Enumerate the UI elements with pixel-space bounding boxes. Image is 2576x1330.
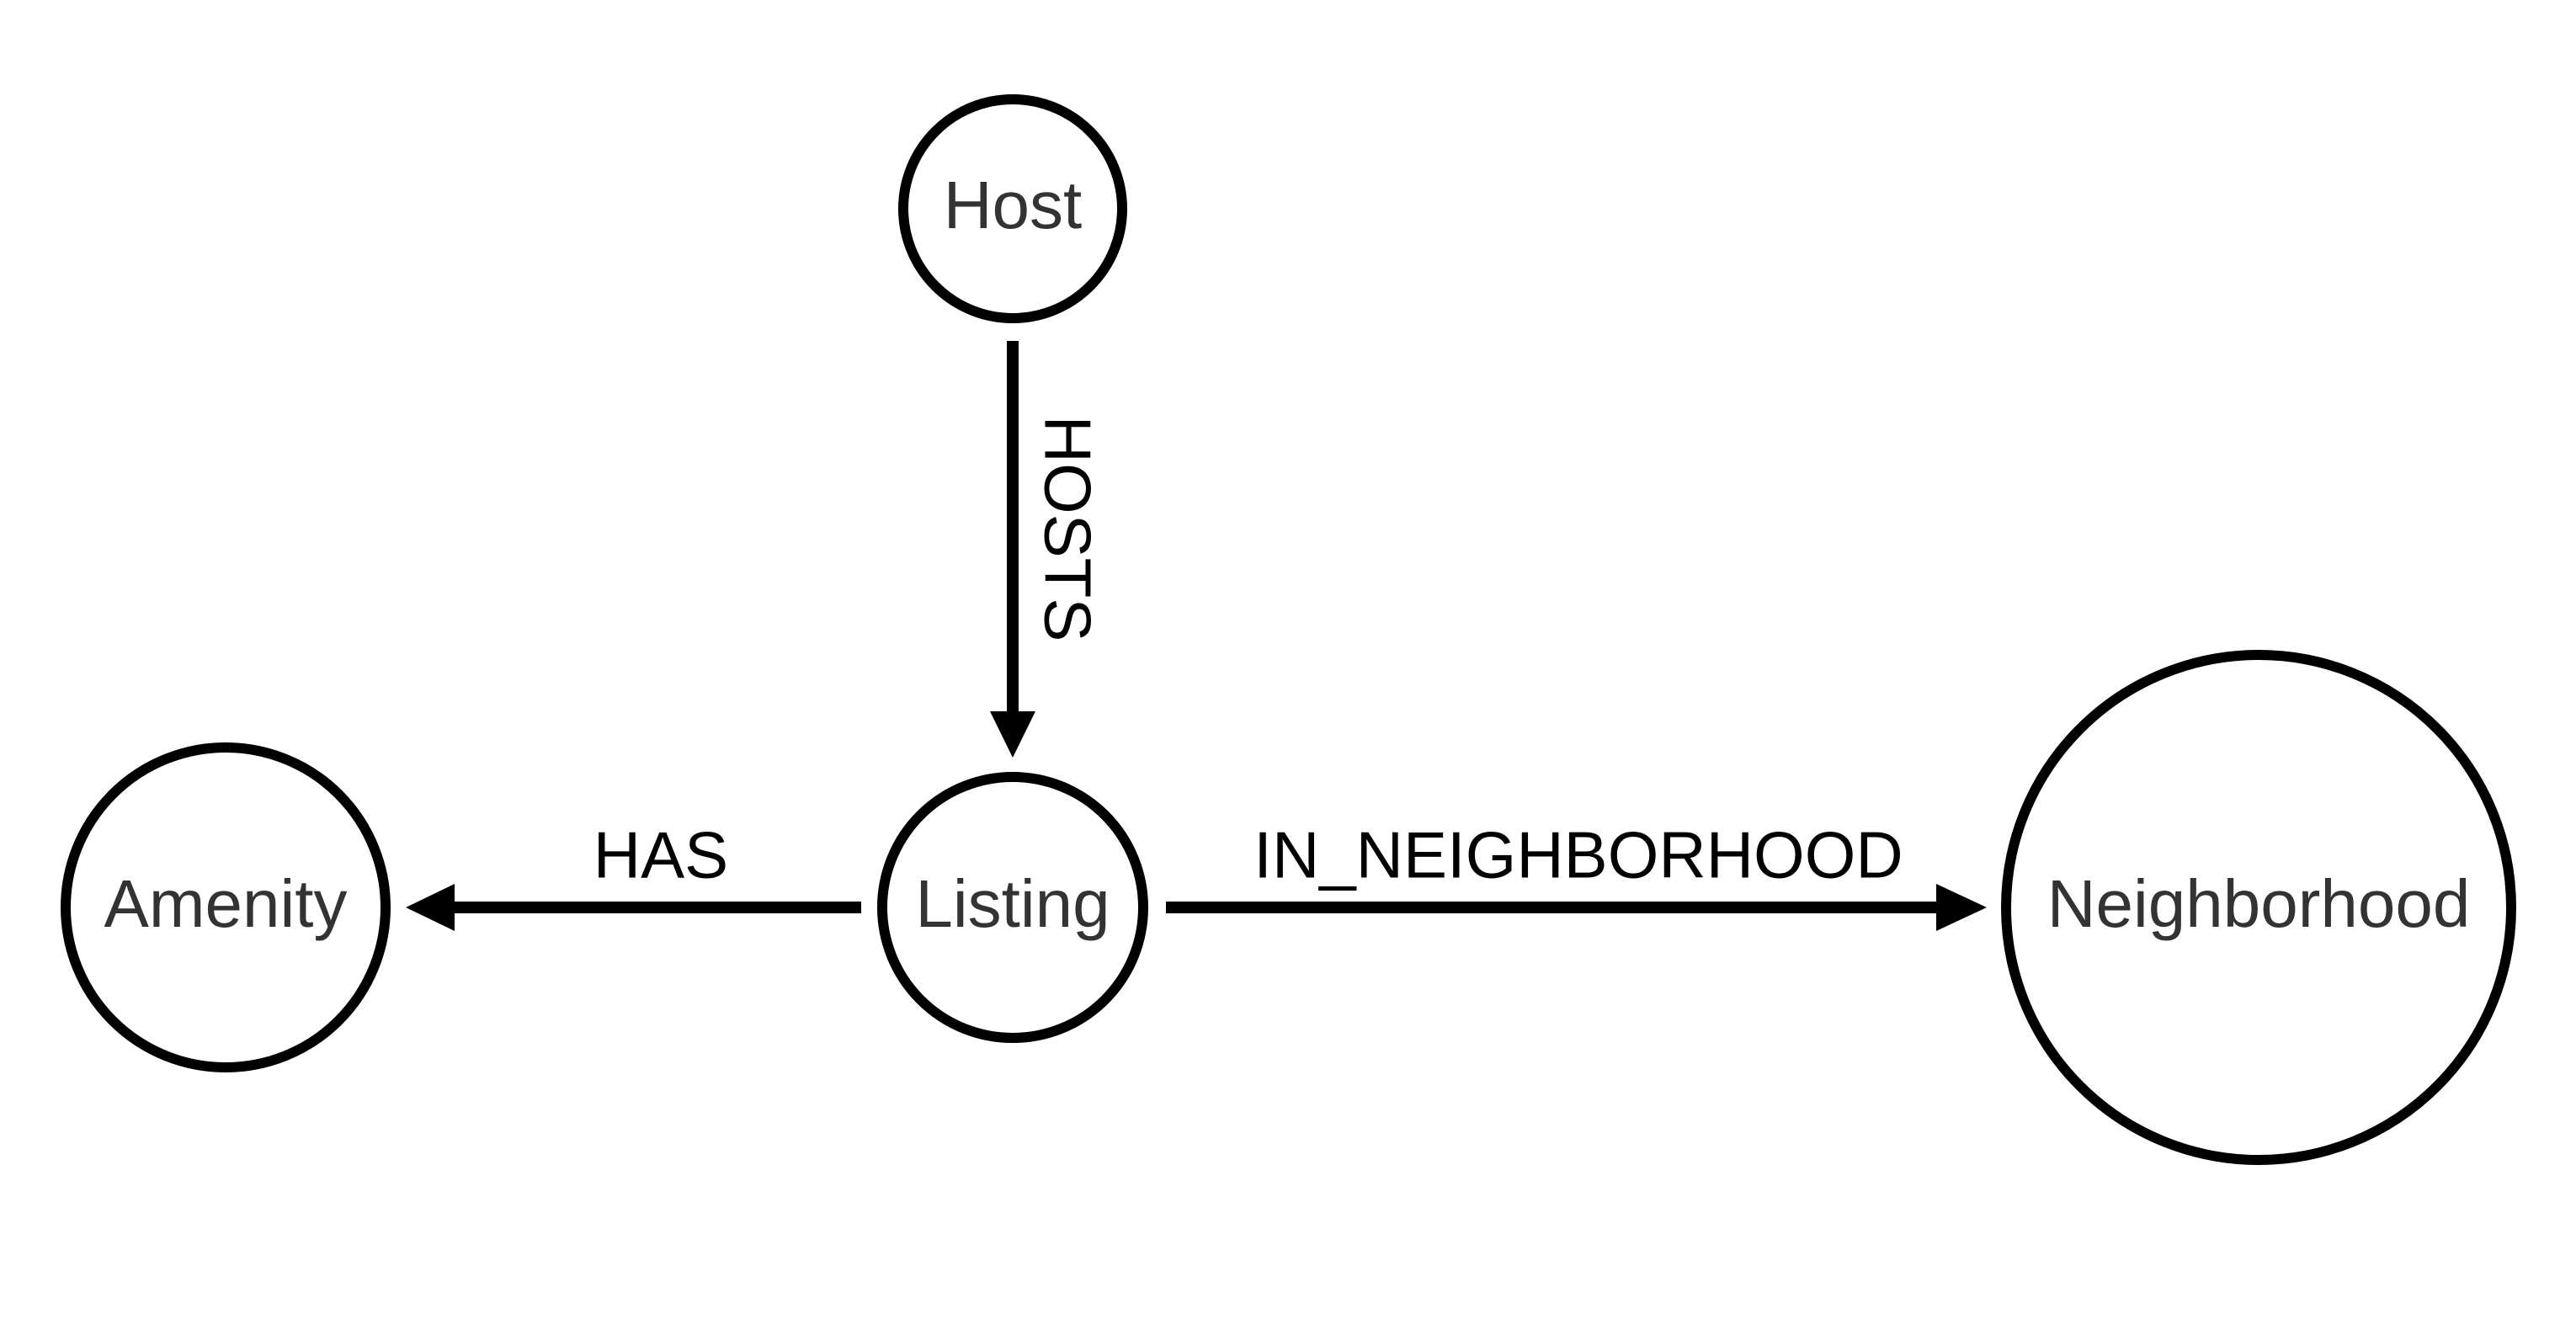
node-host-label: Host bbox=[944, 168, 1083, 242]
node-amenity-label: Amenity bbox=[104, 866, 348, 941]
node-neighborhood-label: Neighborhood bbox=[2047, 866, 2471, 941]
node-neighborhood-circle bbox=[2001, 650, 2516, 1165]
edge-hosts-label: HOSTS bbox=[1030, 416, 1104, 642]
node-host[interactable]: Host bbox=[898, 94, 1127, 323]
edge-has-arrowhead bbox=[406, 884, 455, 931]
edge-hosts-arrowhead bbox=[990, 711, 1035, 758]
node-host-circle bbox=[898, 94, 1127, 323]
edge-in-neighborhood-label: IN_NEIGHBORHOOD bbox=[1253, 818, 1903, 892]
edge-has-label: HAS bbox=[593, 818, 728, 892]
node-amenity[interactable]: Amenity bbox=[61, 742, 391, 1072]
node-neighborhood[interactable]: Neighborhood bbox=[2001, 650, 2516, 1165]
edge-hosts: HOSTS bbox=[990, 341, 1104, 758]
node-listing[interactable]: Listing bbox=[877, 772, 1148, 1043]
node-listing-circle bbox=[877, 772, 1148, 1043]
edge-has: HAS bbox=[406, 818, 861, 931]
edge-in-neighborhood: IN_NEIGHBORHOOD bbox=[1166, 818, 1987, 931]
node-amenity-circle bbox=[61, 742, 391, 1072]
edge-in-neighborhood-arrowhead bbox=[1936, 884, 1987, 931]
node-listing-label: Listing bbox=[915, 866, 1110, 941]
